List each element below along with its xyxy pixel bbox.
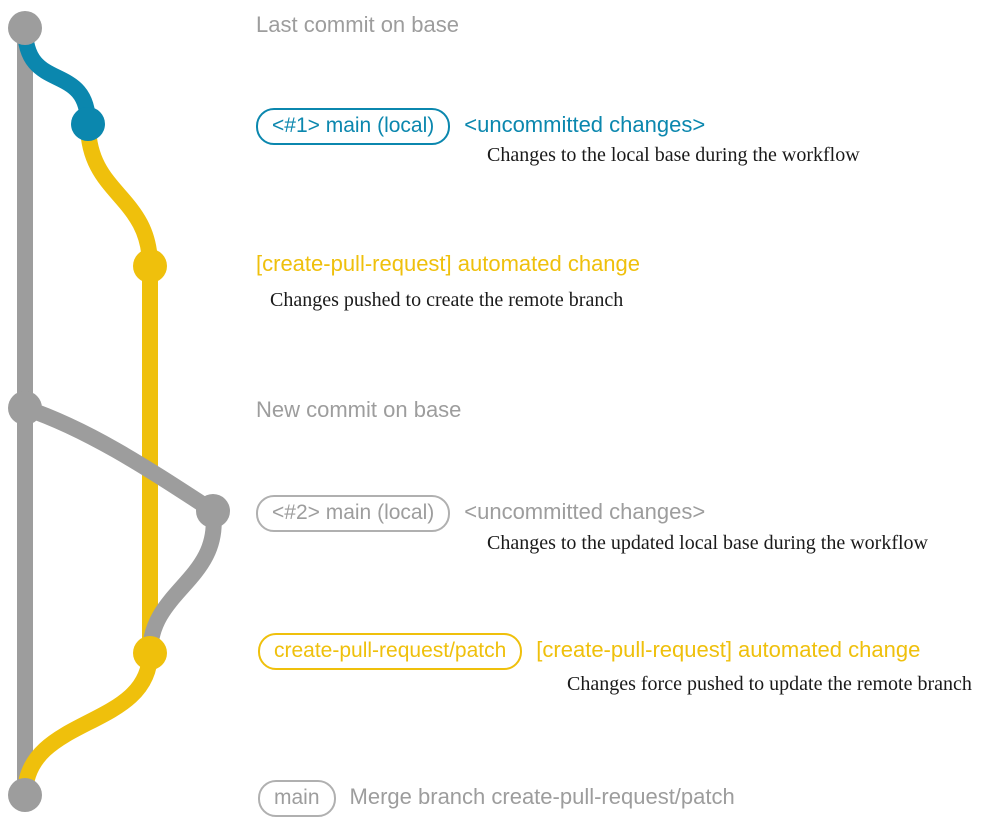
commit-row-automated-1: [create-pull-request] automated change [256,252,640,276]
commit-headline: Last commit on base [256,12,459,37]
node-new-commit-on-base[interactable] [8,391,42,425]
commit-description: Changes pushed to create the remote bran… [270,289,624,311]
branch-patch-update-edge [142,503,222,661]
branch-patch-create-edge [80,116,158,274]
commit-description: Changes force pushed to update the remot… [567,673,972,695]
commit-row-last-commit: Last commit on base [256,13,459,37]
commit-headline: <uncommitted changes> [464,112,706,137]
branch-ref-badge-main[interactable]: main [258,780,336,817]
commit-row-new-commit: New commit on base [256,398,461,422]
commit-headline: New commit on base [256,397,462,422]
node-local-uncommitted-1[interactable] [71,107,105,141]
commit-row-local-1: <#1> main (local) <uncommitted changes> [256,108,705,145]
branch-local-2-edge [17,400,221,519]
branch-ref-badge-local-1[interactable]: <#1> main (local) [256,108,451,145]
commit-description: Changes to the local base during the wor… [487,144,860,166]
branch-ref-badge-local-2[interactable]: <#2> main (local) [256,495,451,532]
branch-ref-badge-patch[interactable]: create-pull-request/patch [258,633,523,670]
commit-headline: <uncommitted changes> [464,499,706,524]
commit-row-local-2: <#2> main (local) <uncommitted changes> [256,495,705,532]
commit-headline: [create-pull-request] automated change [256,251,641,276]
node-automated-change-2[interactable] [133,636,167,670]
commit-row-automated-2: create-pull-request/patch [create-pull-r… [258,633,920,670]
branch-local-1-edge [17,20,96,132]
node-last-commit-on-base[interactable] [8,11,42,45]
node-automated-change-1[interactable] [133,249,167,283]
commit-headline: Merge branch create-pull-request/patch [349,784,735,809]
commit-headline: [create-pull-request] automated change [536,637,921,662]
branch-merge-edge [17,645,158,803]
commit-description: Changes to the updated local base during… [487,532,928,554]
node-local-uncommitted-2[interactable] [196,494,230,528]
commit-row-merge: main Merge branch create-pull-request/pa… [258,780,735,817]
node-merge-commit[interactable] [8,778,42,812]
